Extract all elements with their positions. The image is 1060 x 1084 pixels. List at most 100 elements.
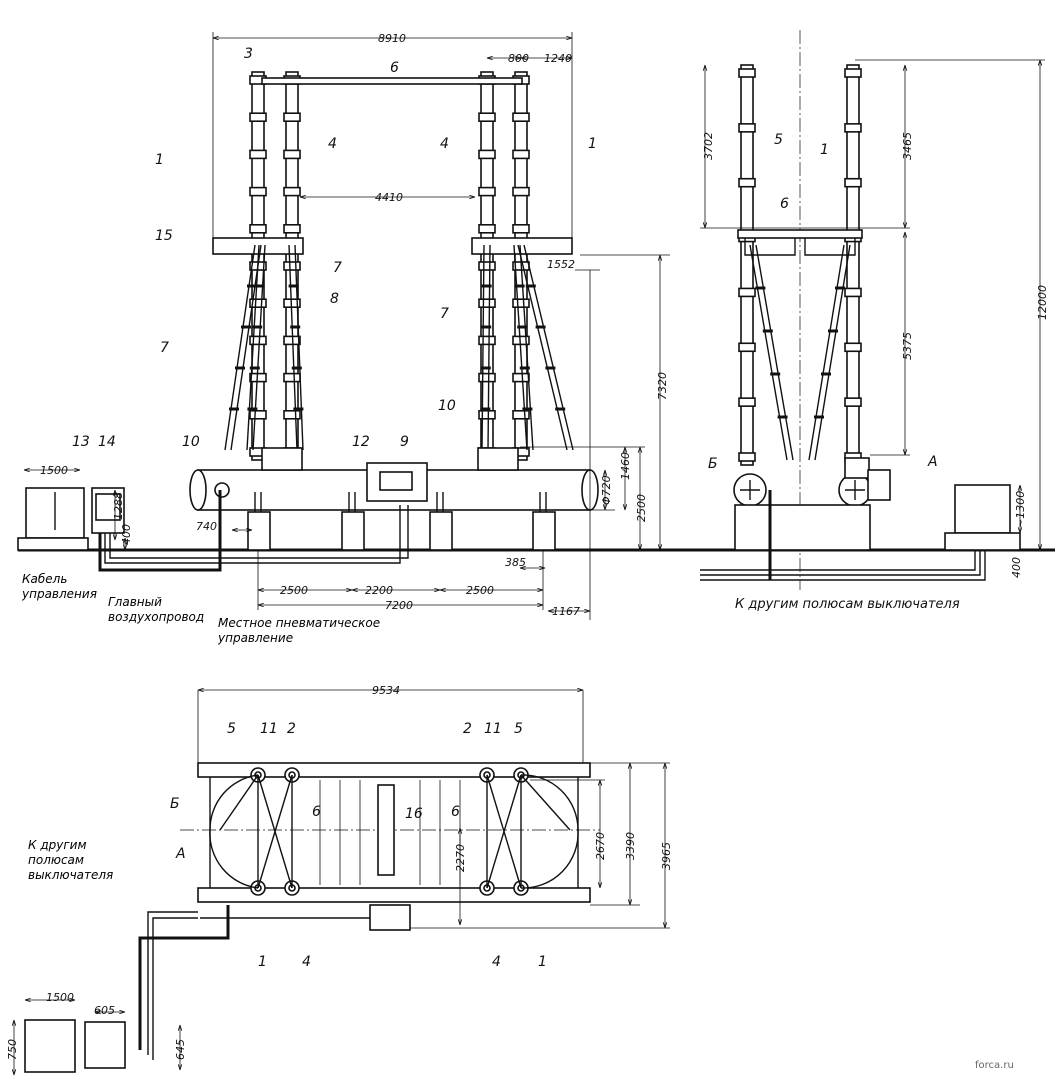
dim-9534: 9534	[372, 684, 400, 697]
insulator-ring	[478, 112, 496, 122]
dimension-arrow	[515, 55, 522, 61]
dimension-arrow	[520, 55, 527, 61]
callout-A: А	[175, 846, 186, 862]
insulator-ring	[844, 123, 862, 133]
main-air-duct	[98, 490, 222, 572]
dimension-arrow	[902, 449, 908, 456]
callout-11: 11	[484, 721, 502, 737]
callout-9: 9	[400, 434, 409, 450]
callout-A: А	[927, 454, 938, 470]
insulator-ring	[738, 397, 756, 407]
dim-7320: 7320	[656, 372, 669, 400]
insulator-ring	[512, 112, 530, 122]
dimension-arrow	[94, 1009, 101, 1015]
strut-insulator	[523, 244, 574, 451]
brace	[257, 774, 293, 889]
dim-8910: 8910	[378, 32, 406, 45]
caption-control-cable: Кабель управления	[22, 572, 97, 601]
dimension-arrow	[246, 527, 253, 533]
dimension-arrow	[602, 469, 608, 476]
callout-1: 1	[588, 136, 597, 152]
insulator-ring	[512, 224, 530, 234]
dim-2500: 2500	[466, 584, 494, 597]
dimension-arrow	[112, 489, 118, 496]
insulator-ring	[844, 342, 862, 353]
dim-605: 605	[94, 1004, 115, 1017]
strut-insulator	[487, 244, 491, 451]
dim-3465: 3465	[901, 132, 914, 160]
dimension-arrow	[469, 194, 476, 200]
dim-1500: 1500	[46, 991, 74, 1004]
dimension-arrow	[584, 608, 591, 614]
insulator-ring	[478, 224, 496, 234]
callout-B: Б	[170, 796, 180, 812]
dim-2500: 2500	[635, 494, 648, 522]
strut-insulator	[749, 244, 788, 461]
dimension-arrow	[702, 64, 708, 71]
callout-10: 10	[438, 398, 456, 414]
dimension-arrow	[457, 827, 463, 834]
connecting-bus-6	[737, 229, 863, 239]
strut-insulator	[517, 244, 568, 451]
cabinet-14	[84, 1021, 126, 1069]
dim-400: 400	[120, 524, 133, 545]
control-cabinet	[844, 457, 870, 479]
dimension-arrow	[662, 762, 668, 769]
insulator-ring	[738, 177, 756, 188]
strut-insulator	[252, 244, 266, 451]
callout-16: 16	[405, 806, 423, 822]
strut-insulator	[246, 244, 260, 451]
dim-800: 800	[508, 52, 529, 65]
dimension-arrow	[177, 1024, 183, 1031]
callout-1: 1	[258, 954, 267, 970]
dimension-arrow	[657, 544, 663, 551]
callout-4: 4	[492, 954, 501, 970]
valve-block	[867, 469, 891, 501]
insulator-ring	[478, 372, 496, 383]
dimension-arrow	[627, 899, 633, 906]
tank-valve	[214, 482, 230, 498]
dim-5375: 5375	[901, 332, 914, 360]
insulator-ring	[844, 287, 862, 298]
control-cable	[104, 505, 401, 564]
dimension-arrow	[577, 687, 584, 693]
insulator-ring	[738, 287, 756, 298]
dim-1300: ~1300	[1014, 491, 1027, 528]
dim-3965: 3965	[660, 842, 673, 870]
callout-6: 6	[451, 804, 460, 820]
dimension-arrow	[24, 997, 31, 1003]
insulator-ring	[249, 298, 267, 309]
strut-insulator	[481, 244, 485, 451]
dim-1460: 1460	[619, 452, 632, 480]
strut-insulator	[814, 244, 851, 461]
callout-4: 4	[440, 136, 449, 152]
motor-compressor	[954, 484, 1011, 534]
compressor-base	[944, 532, 1021, 551]
drive-mechanism-10	[477, 447, 519, 471]
dimension-arrow	[231, 527, 238, 533]
dimension-arrow	[112, 534, 118, 541]
front-view-labels: 3 6 1 4 4 1 15 7 8 7 7 10 12 9 10 13 14 …	[22, 32, 669, 645]
callout-4: 4	[302, 954, 311, 970]
foundation-support	[532, 511, 556, 551]
dimension-arrow	[657, 254, 663, 261]
caption-other-poles-box: К другим полюсам выключателя	[28, 838, 113, 882]
dim-1288: 1288	[112, 492, 125, 520]
strut-insulator	[519, 244, 534, 451]
foundation-support	[247, 511, 271, 551]
tank-end	[189, 469, 207, 511]
insulator-ring	[844, 397, 862, 407]
callout-15: 15	[155, 228, 173, 244]
callout-5: 5	[774, 132, 783, 148]
insulator-ring	[478, 335, 496, 346]
dim-400: 400	[1010, 557, 1023, 578]
brace	[486, 774, 522, 889]
callout-10: 10	[182, 434, 200, 450]
dim-720: Φ720	[600, 475, 613, 505]
insulator-ring	[844, 177, 862, 188]
callout-6: 6	[780, 196, 789, 212]
caption-local-pneumatic-box: Местное пневматическое управление	[218, 616, 380, 645]
insulator-ring	[738, 123, 756, 133]
dim-645: 645	[174, 1039, 187, 1060]
